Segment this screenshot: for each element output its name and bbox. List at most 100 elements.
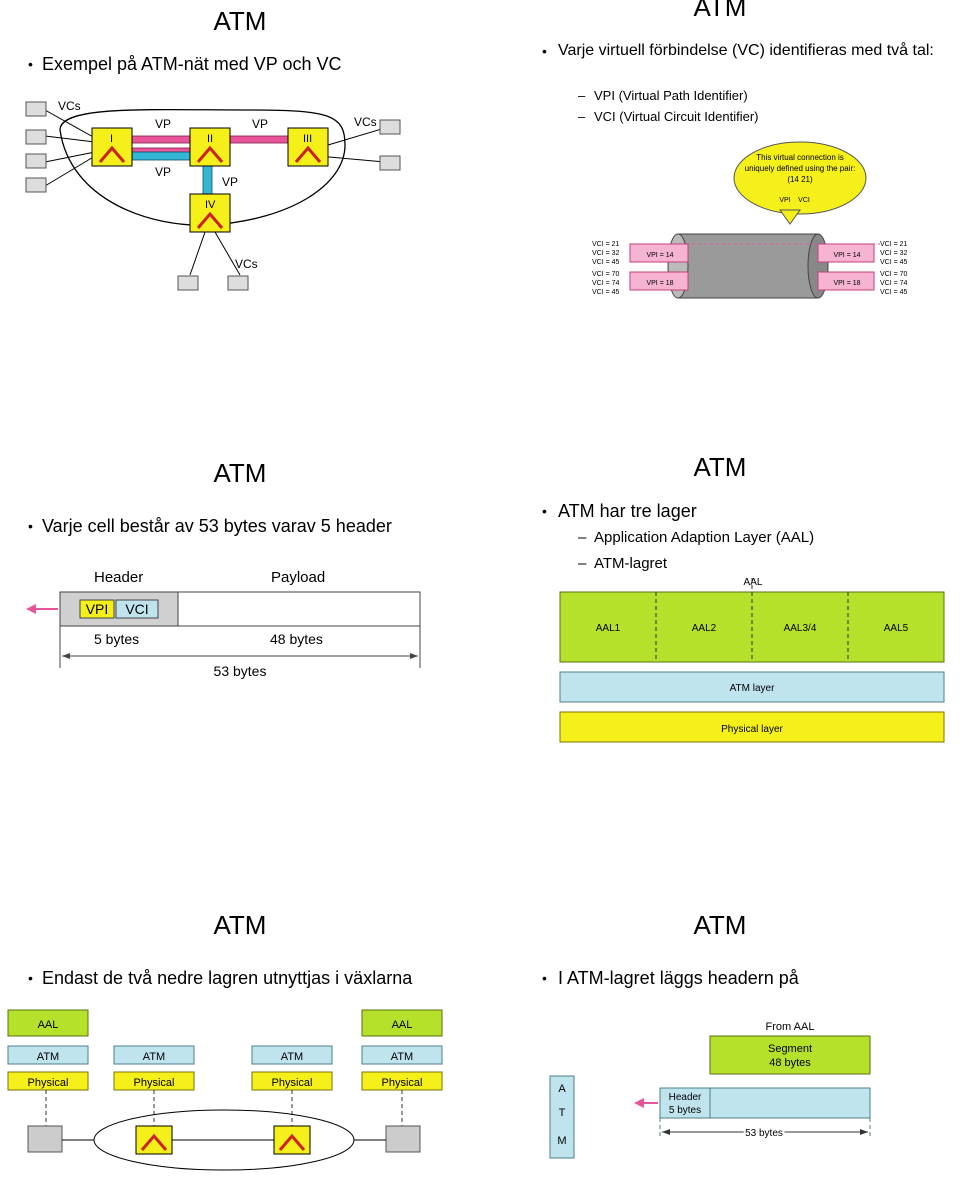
header-label: Header — [94, 569, 143, 586]
sub-bullet: –VPI (Virtual Path Identifier) — [578, 88, 748, 103]
atm-letter: T — [559, 1107, 566, 1119]
vcs-label: VCs — [58, 99, 81, 113]
switch-layers-diagram: AAL ATM Physical AAL ATM Physical ATM Ph… — [7, 1009, 443, 1171]
callout-bubble — [733, 141, 867, 215]
physical-layer — [559, 711, 945, 743]
bullet-text: I ATM-lagret läggs headern på — [558, 968, 799, 988]
vci-label: VCI = 70 — [592, 271, 620, 278]
sub-text: VCI (Virtual Circuit Identifier) — [594, 109, 759, 124]
vpi-label: VPI = 18 — [646, 280, 673, 287]
atm-layer — [559, 671, 945, 703]
vci-arrow-label: VCI — [798, 197, 810, 204]
bullet-text: Varje virtuell förbindelse (VC) identifi… — [558, 42, 934, 59]
sub-text: VPI (Virtual Path Identifier) — [594, 88, 748, 103]
vci-label: VCI = 70 — [880, 271, 908, 278]
sub-bullet: –ATM-lagret — [578, 555, 668, 572]
segment-label: Segment — [768, 1043, 812, 1055]
vci-label: VCI = 21 — [880, 241, 908, 248]
slide-title: ATM — [213, 458, 267, 488]
slide-4: ATM •ATM har tre lager –Application Adap… — [480, 450, 960, 750]
vci-field — [115, 599, 159, 619]
sub-bullet: –VCI (Virtual Circuit Identifier) — [578, 109, 759, 124]
slide-5: ATM •Endast de två nedre lagren utnyttja… — [0, 900, 480, 1180]
atm-header-diagram: From AAL Segment 48 bytes A T M Header 5… — [549, 1021, 871, 1159]
switch-label: IV — [205, 199, 216, 211]
callout-text: (14 21) — [787, 175, 813, 184]
switch-label: I — [110, 133, 113, 145]
cell-size: 53 bytes — [745, 1128, 783, 1139]
switch-label: II — [207, 133, 213, 145]
atm-label: ATM — [281, 1051, 303, 1063]
vci-label: VCI = 45 — [592, 289, 620, 296]
switch-label: III — [303, 133, 312, 145]
physical-layer-label: Physical layer — [721, 724, 783, 735]
sub-text: Application Adaption Layer (AAL) — [594, 529, 815, 546]
atm-letter: A — [558, 1083, 566, 1095]
slide-title: ATM — [213, 6, 267, 36]
header-label: Header — [669, 1092, 702, 1103]
aal-type: AAL1 — [596, 623, 621, 634]
slide-title: ATM — [693, 452, 747, 482]
aal-label: AAL — [392, 1019, 413, 1031]
slide-title: ATM — [213, 910, 267, 940]
atm-layer-label: ATM layer — [730, 683, 775, 694]
vci-label: VCI = 21 — [592, 241, 620, 248]
vpi-field — [79, 599, 115, 619]
header-size: 5 bytes — [94, 631, 139, 647]
physical-label: Physical — [272, 1077, 313, 1089]
slide-bullet: •Endast de två nedre lagren utnyttjas i … — [28, 968, 413, 988]
from-aal-label: From AAL — [766, 1021, 815, 1033]
vci-label: VCI = 74 — [592, 280, 620, 287]
slide-title: ATM — [693, 0, 747, 22]
atm-cell-diagram: Header Payload VPI VCI 5 bytes 48 bytes … — [26, 569, 421, 679]
slide-bullet: •I ATM-lagret läggs headern på — [542, 968, 799, 988]
vci-label: VCI — [125, 601, 148, 617]
payload-label: Payload — [271, 569, 325, 586]
vpi-label: VPI — [86, 601, 109, 617]
slide-bullet: •ATM har tre lager — [542, 501, 697, 521]
switch-box — [135, 1125, 173, 1155]
segment-size: 48 bytes — [769, 1057, 811, 1069]
atm-label: ATM — [391, 1051, 413, 1063]
slide-bullet: •Varje cell består av 53 bytes varav 5 h… — [28, 516, 392, 536]
payload-size: 48 bytes — [270, 631, 323, 647]
bullet-text: Varje cell består av 53 bytes varav 5 he… — [42, 516, 392, 536]
transmission-path — [677, 233, 819, 299]
atm-letter: M — [557, 1135, 566, 1147]
slide-bullet: •Exempel på ATM-nät med VP och VC — [28, 54, 342, 74]
vpi-label: VPI = 14 — [833, 252, 860, 259]
aal-type: AAL2 — [692, 623, 717, 634]
vci-label: VCI = 45 — [592, 259, 620, 266]
vci-label: VCI = 32 — [592, 250, 620, 257]
bullet-text: Exempel på ATM-nät med VP och VC — [42, 54, 342, 74]
sub-bullet: –Application Adaption Layer (AAL) — [578, 529, 815, 546]
network-cloud — [59, 108, 346, 226]
aal-type: AAL3/4 — [784, 623, 817, 634]
vci-label: VCI = 74 — [880, 280, 908, 287]
slide-3: ATM •Varje cell består av 53 bytes varav… — [0, 450, 480, 750]
terminal-icon — [25, 101, 401, 291]
physical-label: Physical — [382, 1077, 423, 1089]
physical-label: Physical — [28, 1077, 69, 1089]
vcs-label: VCs — [354, 115, 377, 129]
terminal-icon — [385, 1125, 421, 1153]
slide-2: ATM •Varje virtuell förbindelse (VC) ide… — [480, 0, 960, 330]
vp-label: VP — [222, 175, 238, 189]
slide-title: ATM — [693, 910, 747, 940]
aal-type: AAL5 — [884, 623, 909, 634]
slide-bullet: •Varje virtuell förbindelse (VC) identif… — [542, 42, 934, 59]
vpi-label: VPI = 14 — [646, 252, 673, 259]
sub-text: ATM-lagret — [594, 555, 668, 572]
slide-6: ATM •I ATM-lagret läggs headern på From … — [480, 900, 960, 1180]
aal-label: AAL — [38, 1019, 59, 1031]
terminal-icon — [27, 1125, 63, 1153]
atm-label: ATM — [37, 1051, 59, 1063]
vp-label: VP — [155, 165, 171, 179]
vci-label: VCI = 32 — [880, 250, 908, 257]
slide-1: ATM •Exempel på ATM-nät med VP och VC — [0, 0, 480, 330]
switch-box — [273, 1125, 311, 1155]
physical-label: Physical — [134, 1077, 175, 1089]
vpi-arrow-label: VPI — [779, 197, 790, 204]
header-box — [659, 1087, 711, 1119]
vp-vc-network-diagram: I II III IV VCs VCs VCs VP VP VP VP — [25, 99, 401, 291]
